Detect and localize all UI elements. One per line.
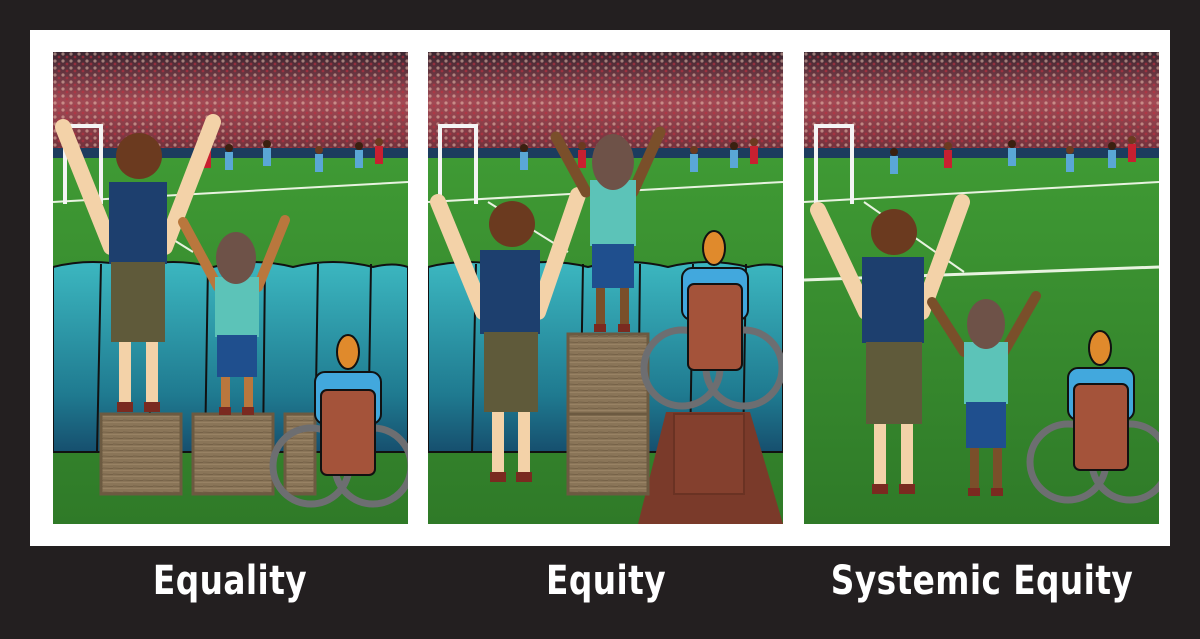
- football-players: [890, 136, 1136, 174]
- wheelchair-user: [269, 334, 408, 508]
- ramp: [638, 412, 783, 524]
- panel-equality: [53, 52, 408, 524]
- panel-systemic-equity: [804, 52, 1159, 524]
- panel-equity: [428, 52, 783, 524]
- systemic-equity-scene: [804, 52, 1159, 524]
- middle-child: [550, 126, 666, 332]
- illustration-board: [30, 30, 1170, 546]
- crates: [566, 332, 650, 496]
- middle-child: [927, 291, 1041, 496]
- tall-child: [55, 114, 221, 412]
- tall-child: [430, 187, 586, 482]
- caption-equality: Equality: [152, 558, 308, 604]
- equity-scene: [428, 52, 783, 524]
- tall-child: [810, 194, 970, 494]
- caption-equity: Equity: [545, 558, 667, 604]
- football-players: [520, 138, 758, 172]
- wheelchair-user: [1026, 330, 1159, 504]
- goal-post: [438, 124, 478, 204]
- equality-scene: [53, 52, 408, 524]
- wheelchair-user: [640, 230, 783, 410]
- middle-child: [178, 215, 290, 415]
- goal-post: [63, 124, 103, 204]
- goal-post: [814, 124, 854, 204]
- caption-systemic-equity: Systemic Equity: [830, 558, 1134, 604]
